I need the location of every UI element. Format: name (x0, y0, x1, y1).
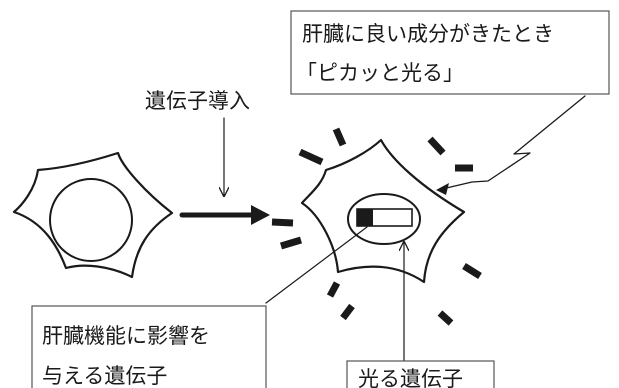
lightning-arrow-head (436, 183, 449, 195)
modified-cell-nucleus (347, 193, 421, 245)
glow-ray (271, 218, 294, 227)
glow-ray (332, 127, 347, 147)
glow-ray (437, 310, 454, 326)
liver-function-gene-line2: 与える遺伝子 (42, 364, 167, 388)
modified-cell-membrane (300, 138, 466, 284)
transformation-arrow-head (251, 205, 270, 225)
glow-ray (427, 136, 446, 156)
liver-function-gene-segment (357, 209, 373, 226)
original-cell-membrane (12, 151, 174, 279)
glow-ray (340, 303, 355, 321)
glow-ray (462, 263, 482, 279)
glow-condition-line2: 「ピカッと光る」 (296, 61, 464, 85)
glow-rays (271, 127, 482, 326)
modified-cell (300, 138, 466, 284)
glow-ray (326, 281, 341, 298)
glow-condition-line1: 肝臓に良い成分がきたとき (302, 22, 554, 46)
glowing-gene-callout: 光る遺伝子 (346, 360, 495, 388)
glowing-gene-label: 光る遺伝子 (358, 367, 463, 388)
glow-condition-box (290, 10, 610, 95)
glow-ray (279, 236, 303, 250)
liver-function-gene-box (31, 305, 267, 388)
lightning-arrow (441, 95, 586, 190)
gene-introduction-label: 遺伝子導入 (145, 89, 250, 113)
liver-gene-pointer-line (265, 226, 368, 304)
liver-function-gene-callout: 肝臓機能に影響を 与える遺伝子 (31, 305, 267, 388)
original-cell-nucleus (49, 178, 133, 262)
liver-function-gene-line1: 肝臓機能に影響を (42, 324, 210, 348)
original-cell (12, 151, 174, 279)
glow-ray (298, 148, 324, 166)
glowing-gene-box (346, 360, 495, 388)
glow-condition-callout: 肝臓に良い成分がきたとき 「ピカッと光る」 (290, 10, 610, 95)
